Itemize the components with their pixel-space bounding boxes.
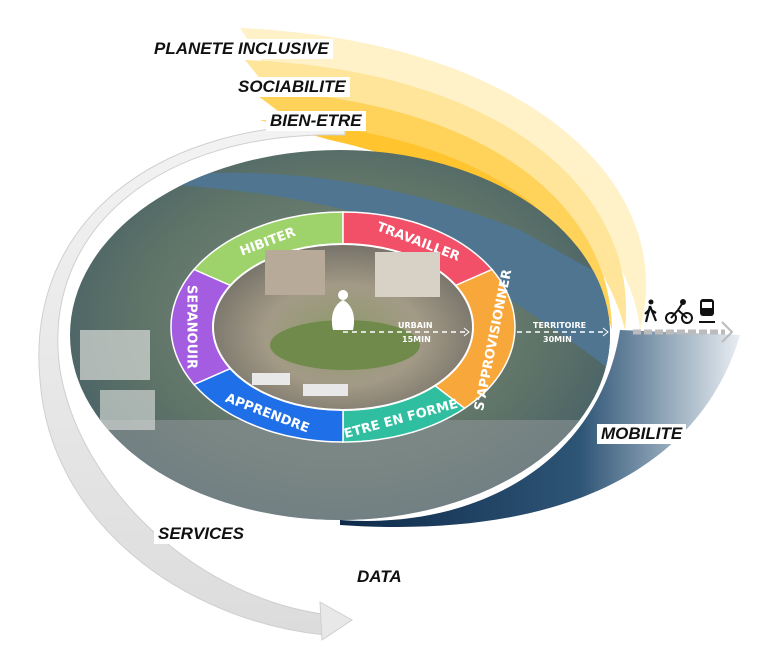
train-icon <box>699 299 715 323</box>
urbain-label: URBAIN <box>398 321 433 330</box>
arrow-head-icon <box>602 327 609 337</box>
layer-data: DATA <box>353 567 406 587</box>
walking-icon <box>644 299 658 323</box>
layer-bien-etre: BIEN-ETRE <box>266 111 366 131</box>
territoire-time: 30MIN <box>543 335 572 344</box>
territoire-label: TERRITOIRE <box>533 321 586 330</box>
layer-sociabilite: SOCIABILITE <box>234 77 350 97</box>
urbain-time: 15MIN <box>402 335 431 344</box>
layer-planete-inclusive: PLANETE INCLUSIVE <box>150 39 333 59</box>
layer-mobilite: MOBILITE <box>597 424 687 444</box>
bus <box>252 373 290 385</box>
layer-services: SERVICES <box>154 524 248 544</box>
bus <box>303 384 348 396</box>
mobility-arrow <box>633 321 734 343</box>
bicycle-icon <box>665 299 693 324</box>
building <box>375 252 440 297</box>
person-icon <box>331 290 355 330</box>
mobility-swoosh <box>340 330 740 527</box>
building <box>265 250 325 295</box>
data-arrow-icon <box>319 601 353 641</box>
arrow-head-icon <box>463 327 470 337</box>
ring-label: SEPANOUIR <box>184 285 199 369</box>
